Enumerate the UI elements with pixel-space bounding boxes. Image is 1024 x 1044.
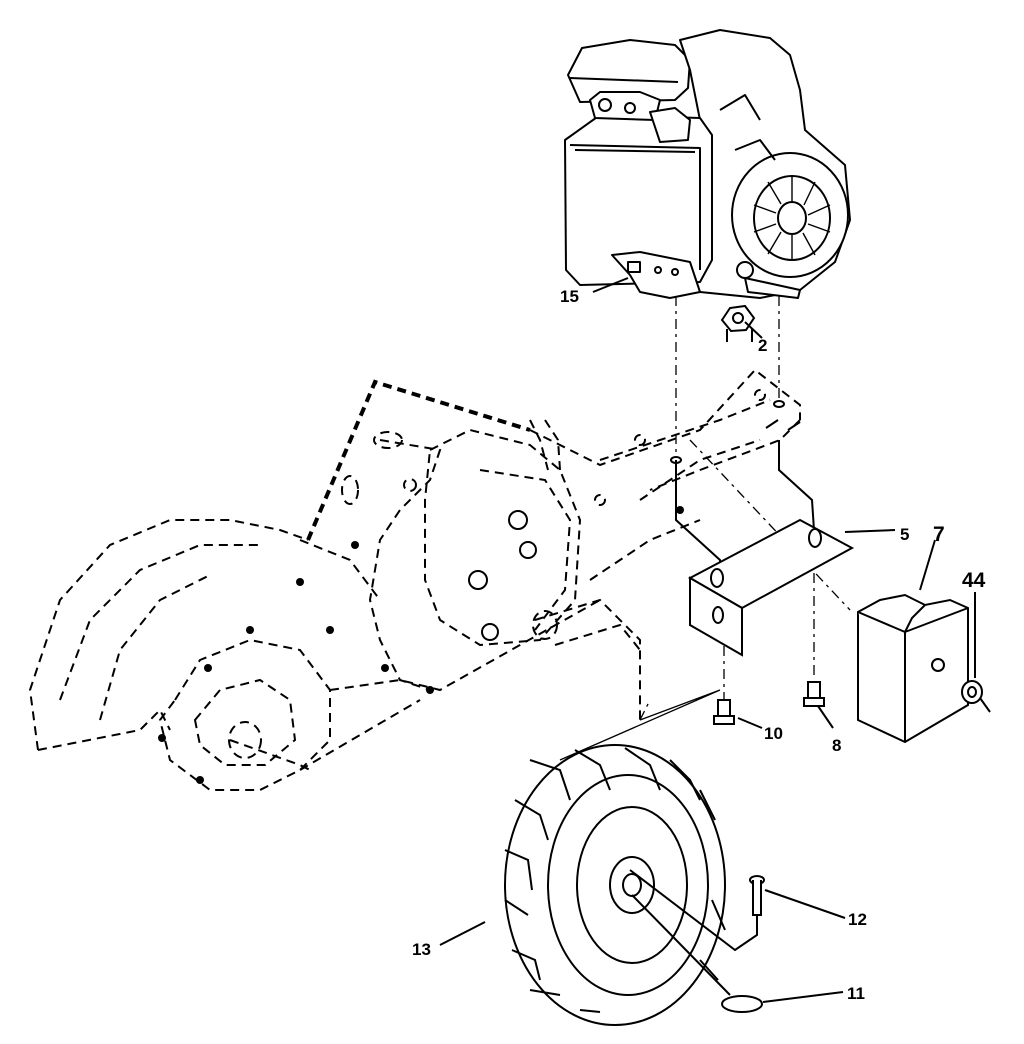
- callout-13: 13: [412, 940, 431, 959]
- frame-bolts: [158, 506, 684, 784]
- callout-8: 8: [832, 736, 841, 755]
- bolt-part-8: [803, 681, 825, 707]
- callout-11: 11: [847, 984, 865, 1003]
- callout-15: 15: [560, 287, 579, 306]
- tiller-frame: [28, 368, 801, 791]
- nut-part-2: [720, 304, 756, 342]
- callout-44: 44: [962, 569, 986, 592]
- callout-2: 2: [758, 336, 767, 355]
- callout-12: 12: [848, 910, 867, 929]
- pin-part-12: [749, 875, 765, 916]
- weight-part-7: [857, 593, 969, 744]
- leader-lines: [439, 277, 976, 1003]
- bracket-part-5: [687, 518, 855, 657]
- clip-part-11: [629, 869, 763, 1013]
- callout-10: 10: [764, 724, 783, 743]
- assembly-guides: [639, 296, 851, 721]
- housing-nuts: [468, 510, 537, 641]
- callout-5: 5: [900, 525, 909, 544]
- engine: [564, 29, 851, 299]
- nut-part-44: [961, 680, 991, 713]
- callout-7: 7: [933, 523, 945, 546]
- bolt-part-10: [713, 699, 735, 725]
- wheel-part-13: [504, 689, 726, 1026]
